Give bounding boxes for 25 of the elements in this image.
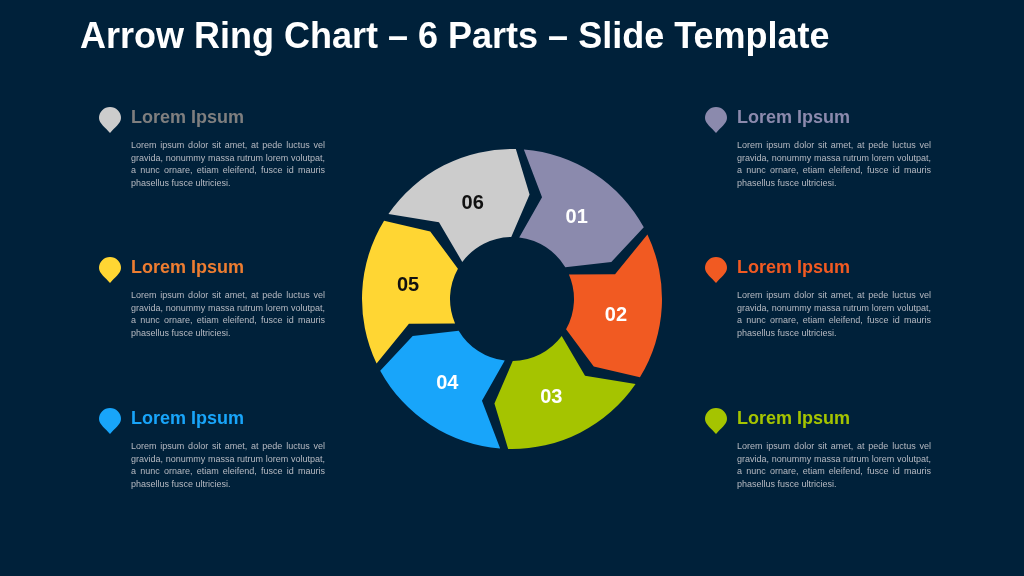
arrow-segment — [494, 336, 636, 449]
arrow-segment — [362, 220, 458, 364]
segment-number: 06 — [461, 190, 484, 213]
item-description: Lorem ipsum dolor sit amet, at pede luctus vel gravida, nonummy massa rutrum lorem volutpat, a nunc ornare, etiam eleifend, fusce id mauris phasellus fusce ultriciesi. — [737, 139, 931, 190]
item-heading: Lorem Ipsum — [131, 106, 245, 129]
segment-number: 02 — [604, 302, 628, 325]
segment-number: 03 — [540, 385, 563, 408]
segment-number: 05 — [396, 273, 420, 296]
item-description: Lorem ipsum dolor sit amet, at pede luctus vel gravida, nonummy massa rutrum lorem volutpat, a nunc ornare, etiam eleifend, fusce id mauris phasellus fusce ultriciesi. — [131, 289, 325, 340]
item-heading: Lorem Ipsum — [737, 106, 851, 129]
segment-number: 04 — [436, 370, 459, 393]
item-description: Lorem ipsum dolor sit amet, at pede luctus vel gravida, nonummy massa rutrum lorem volutpat, a nunc ornare, etiam eleifend, fusce id mauris phasellus fusce ultriciesi. — [737, 289, 931, 340]
arrow-segment — [380, 330, 505, 449]
item-heading: Lorem Ipsum — [737, 256, 851, 279]
item-description: Lorem ipsum dolor sit amet, at pede luctus vel gravida, nonummy massa rutrum lorem volutpat, a nunc ornare, etiam eleifend, fusce id mauris phasellus fusce ultriciesi. — [131, 139, 325, 190]
item-heading: Lorem Ipsum — [737, 407, 851, 430]
item-description: Lorem ipsum dolor sit amet, at pede luctus vel gravida, nonummy massa rutrum lorem volutpat, a nunc ornare, etiam eleifend, fusce id mauris phasellus fusce ultriciesi. — [131, 440, 325, 491]
item-description: Lorem ipsum dolor sit amet, at pede luctus vel gravida, nonummy massa rutrum lorem volutpat, a nunc ornare, etiam eleifend, fusce id mauris phasellus fusce ultriciesi. — [737, 440, 931, 491]
arrow-segment — [566, 234, 662, 378]
arrow-segment — [519, 149, 644, 268]
segment-number: 01 — [565, 205, 588, 228]
item-heading: Lorem Ipsum — [131, 256, 245, 279]
item-heading: Lorem Ipsum — [131, 407, 245, 430]
arrow-segment — [388, 149, 530, 262]
slide-title: Arrow Ring Chart – 6 Parts – Slide Template — [80, 14, 830, 58]
